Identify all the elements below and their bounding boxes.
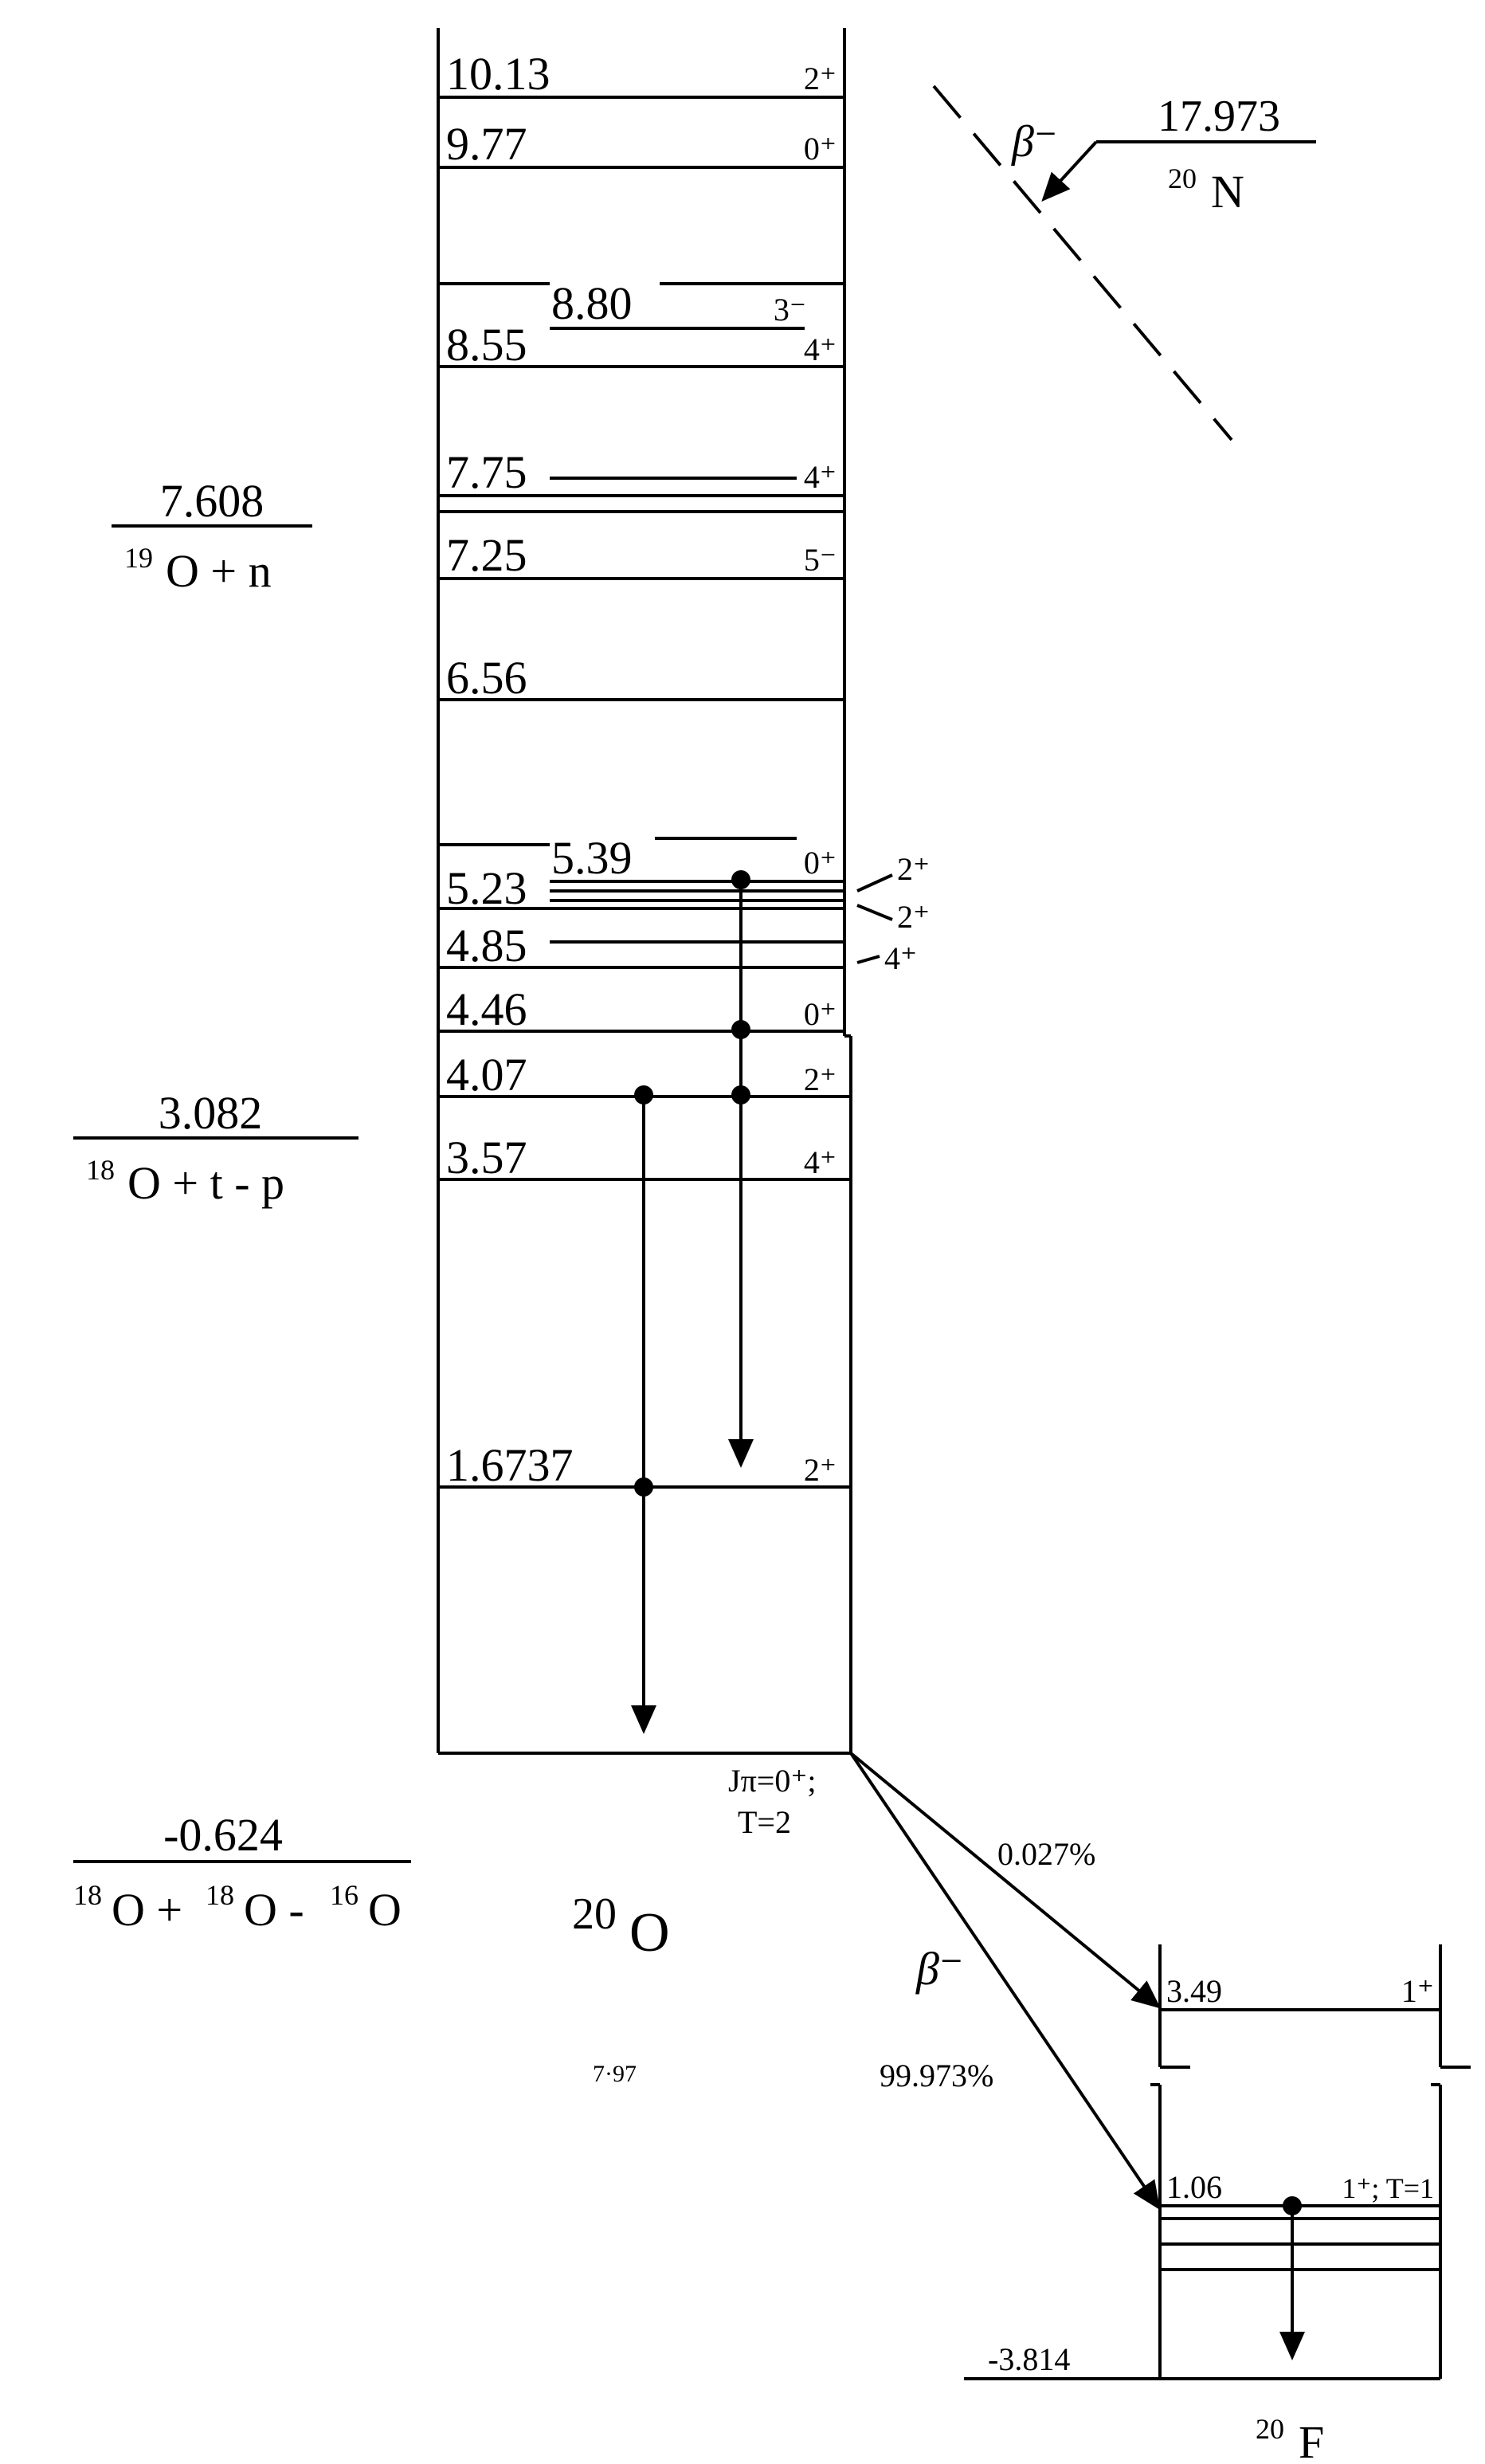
nucleus-mass: 20 (572, 1889, 617, 1939)
level-jp: 4⁺ (804, 459, 837, 495)
jp-leader-ticks (856, 873, 893, 964)
branch-ratio: 0.027% (997, 1836, 1095, 1872)
fluorine-20-column: 3.49 1⁺ 1.06 1⁺; T=1 -3.814 20 F (964, 1944, 1471, 2464)
threshold-19O-n: 7.608 19 O + n (112, 475, 312, 597)
parent-20N: 17.973 β⁻ 20 N (932, 84, 1316, 441)
f20-level-jp: 1⁺ (1401, 1973, 1434, 2009)
transition-dot (1283, 2196, 1302, 2215)
level-energy: 4.07 (446, 1049, 527, 1101)
level-lines (438, 96, 851, 1489)
level-jp: 0⁺ (804, 131, 837, 167)
threshold-mass: 18 (86, 1154, 115, 1186)
oxygen-20-column (437, 28, 852, 1755)
threshold-reaction: O - (244, 1884, 304, 1936)
level-energy: 6.56 (446, 652, 527, 704)
threshold-mass: 19 (124, 542, 153, 574)
gamma-transitions (631, 870, 754, 1734)
transition-dot (731, 1085, 750, 1104)
beta-decay-branches: β⁻ 0.027% 99.973% (849, 1752, 1162, 2211)
threshold-mass: 18 (73, 1879, 102, 1911)
level-jp-labels: 2⁺ 0⁺ 3⁻ 4⁺ 4⁺ 5⁻ 0⁺ 2⁺ 2⁺ 4⁺ 0⁺ 2⁺ 4⁺ 2… (774, 61, 930, 1488)
level-energy: 1.6737 (446, 1439, 574, 1491)
level-jp-outside: 4⁺ (884, 940, 917, 976)
threshold-value: 7.608 (160, 475, 264, 527)
beta-branch-arrow (849, 1752, 1161, 2211)
level-energy: 4.85 (446, 920, 527, 971)
level-energy: 10.13 (446, 48, 551, 100)
threshold-reaction: O + t - p (127, 1157, 284, 1209)
ground-state-isospin: T=2 (738, 1804, 791, 1840)
transition-dot (634, 1477, 653, 1497)
level-energy: 7.25 (446, 529, 527, 581)
ground-state-jp: Jπ=0⁺; (728, 1763, 817, 1799)
threshold-18O-t-p: 3.082 18 O + t - p (73, 1087, 359, 1209)
level-energy-labels: 10.13 9.77 8.80 8.55 7.75 7.25 6.56 5.39… (446, 48, 633, 1491)
beta-branch-arrow (849, 1752, 1162, 2009)
level-jp-outside: 2⁺ (897, 851, 930, 887)
f20-level-jp: 1⁺; T=1 (1342, 2172, 1434, 2204)
level-energy: 3.57 (446, 1132, 527, 1183)
transition-dot (731, 870, 750, 889)
level-energy: 5.39 (551, 832, 633, 884)
level-jp-outside: 2⁺ (897, 899, 930, 935)
parent-decay-label: β⁻ (1011, 117, 1057, 167)
level-energy: 7.75 (446, 446, 527, 498)
daughter-element: F (1299, 2416, 1324, 2464)
footnote: 7·97 (593, 2061, 637, 2087)
nucleus-label: 20 O (572, 1889, 670, 1964)
threshold-value: -0.624 (163, 1809, 283, 1861)
level-energy: 5.23 (446, 862, 527, 914)
level-energy: 9.77 (446, 118, 527, 170)
threshold-reaction: O + (112, 1884, 182, 1936)
f20-ground-value: -3.814 (988, 2341, 1070, 2377)
level-jp: 5⁻ (804, 542, 837, 578)
threshold-reaction: O + n (166, 545, 272, 597)
f20-level-energy: 3.49 (1166, 1973, 1222, 2009)
parent-mass: 20 (1168, 163, 1197, 194)
level-jp: 2⁺ (804, 1452, 837, 1488)
threshold-mass: 16 (330, 1879, 359, 1911)
f20-level-energy: 1.06 (1166, 2169, 1222, 2205)
level-jp: 4⁺ (804, 332, 837, 367)
transition-dot (731, 1020, 750, 1039)
level-jp: 4⁺ (804, 1144, 837, 1180)
branch-ratio: 99.973% (880, 2058, 993, 2093)
parent-value: 17.973 (1158, 92, 1280, 141)
beta-decay-label: β⁻ (915, 1943, 964, 1995)
parent-element: N (1211, 166, 1244, 218)
level-jp: 2⁺ (804, 61, 837, 96)
level-jp: 0⁺ (804, 845, 837, 881)
dashed-decay-line (932, 84, 1233, 441)
threshold-mass: 18 (206, 1879, 234, 1911)
transition-dot (634, 1085, 653, 1104)
threshold-reaction: O (368, 1884, 402, 1936)
level-energy: 4.46 (446, 983, 527, 1035)
nucleus-element: O (629, 1902, 670, 1964)
level-jp: 3⁻ (774, 292, 806, 328)
level-energy: 8.55 (446, 319, 527, 371)
level-energy: 8.80 (551, 277, 633, 329)
threshold-value: 3.082 (159, 1087, 263, 1139)
level-jp: 2⁺ (804, 1061, 837, 1097)
level-jp: 0⁺ (804, 996, 837, 1032)
daughter-mass: 20 (1256, 2413, 1284, 2445)
threshold-18O-18O-16O: -0.624 18 O + 18 O - 16 O (73, 1809, 411, 1936)
